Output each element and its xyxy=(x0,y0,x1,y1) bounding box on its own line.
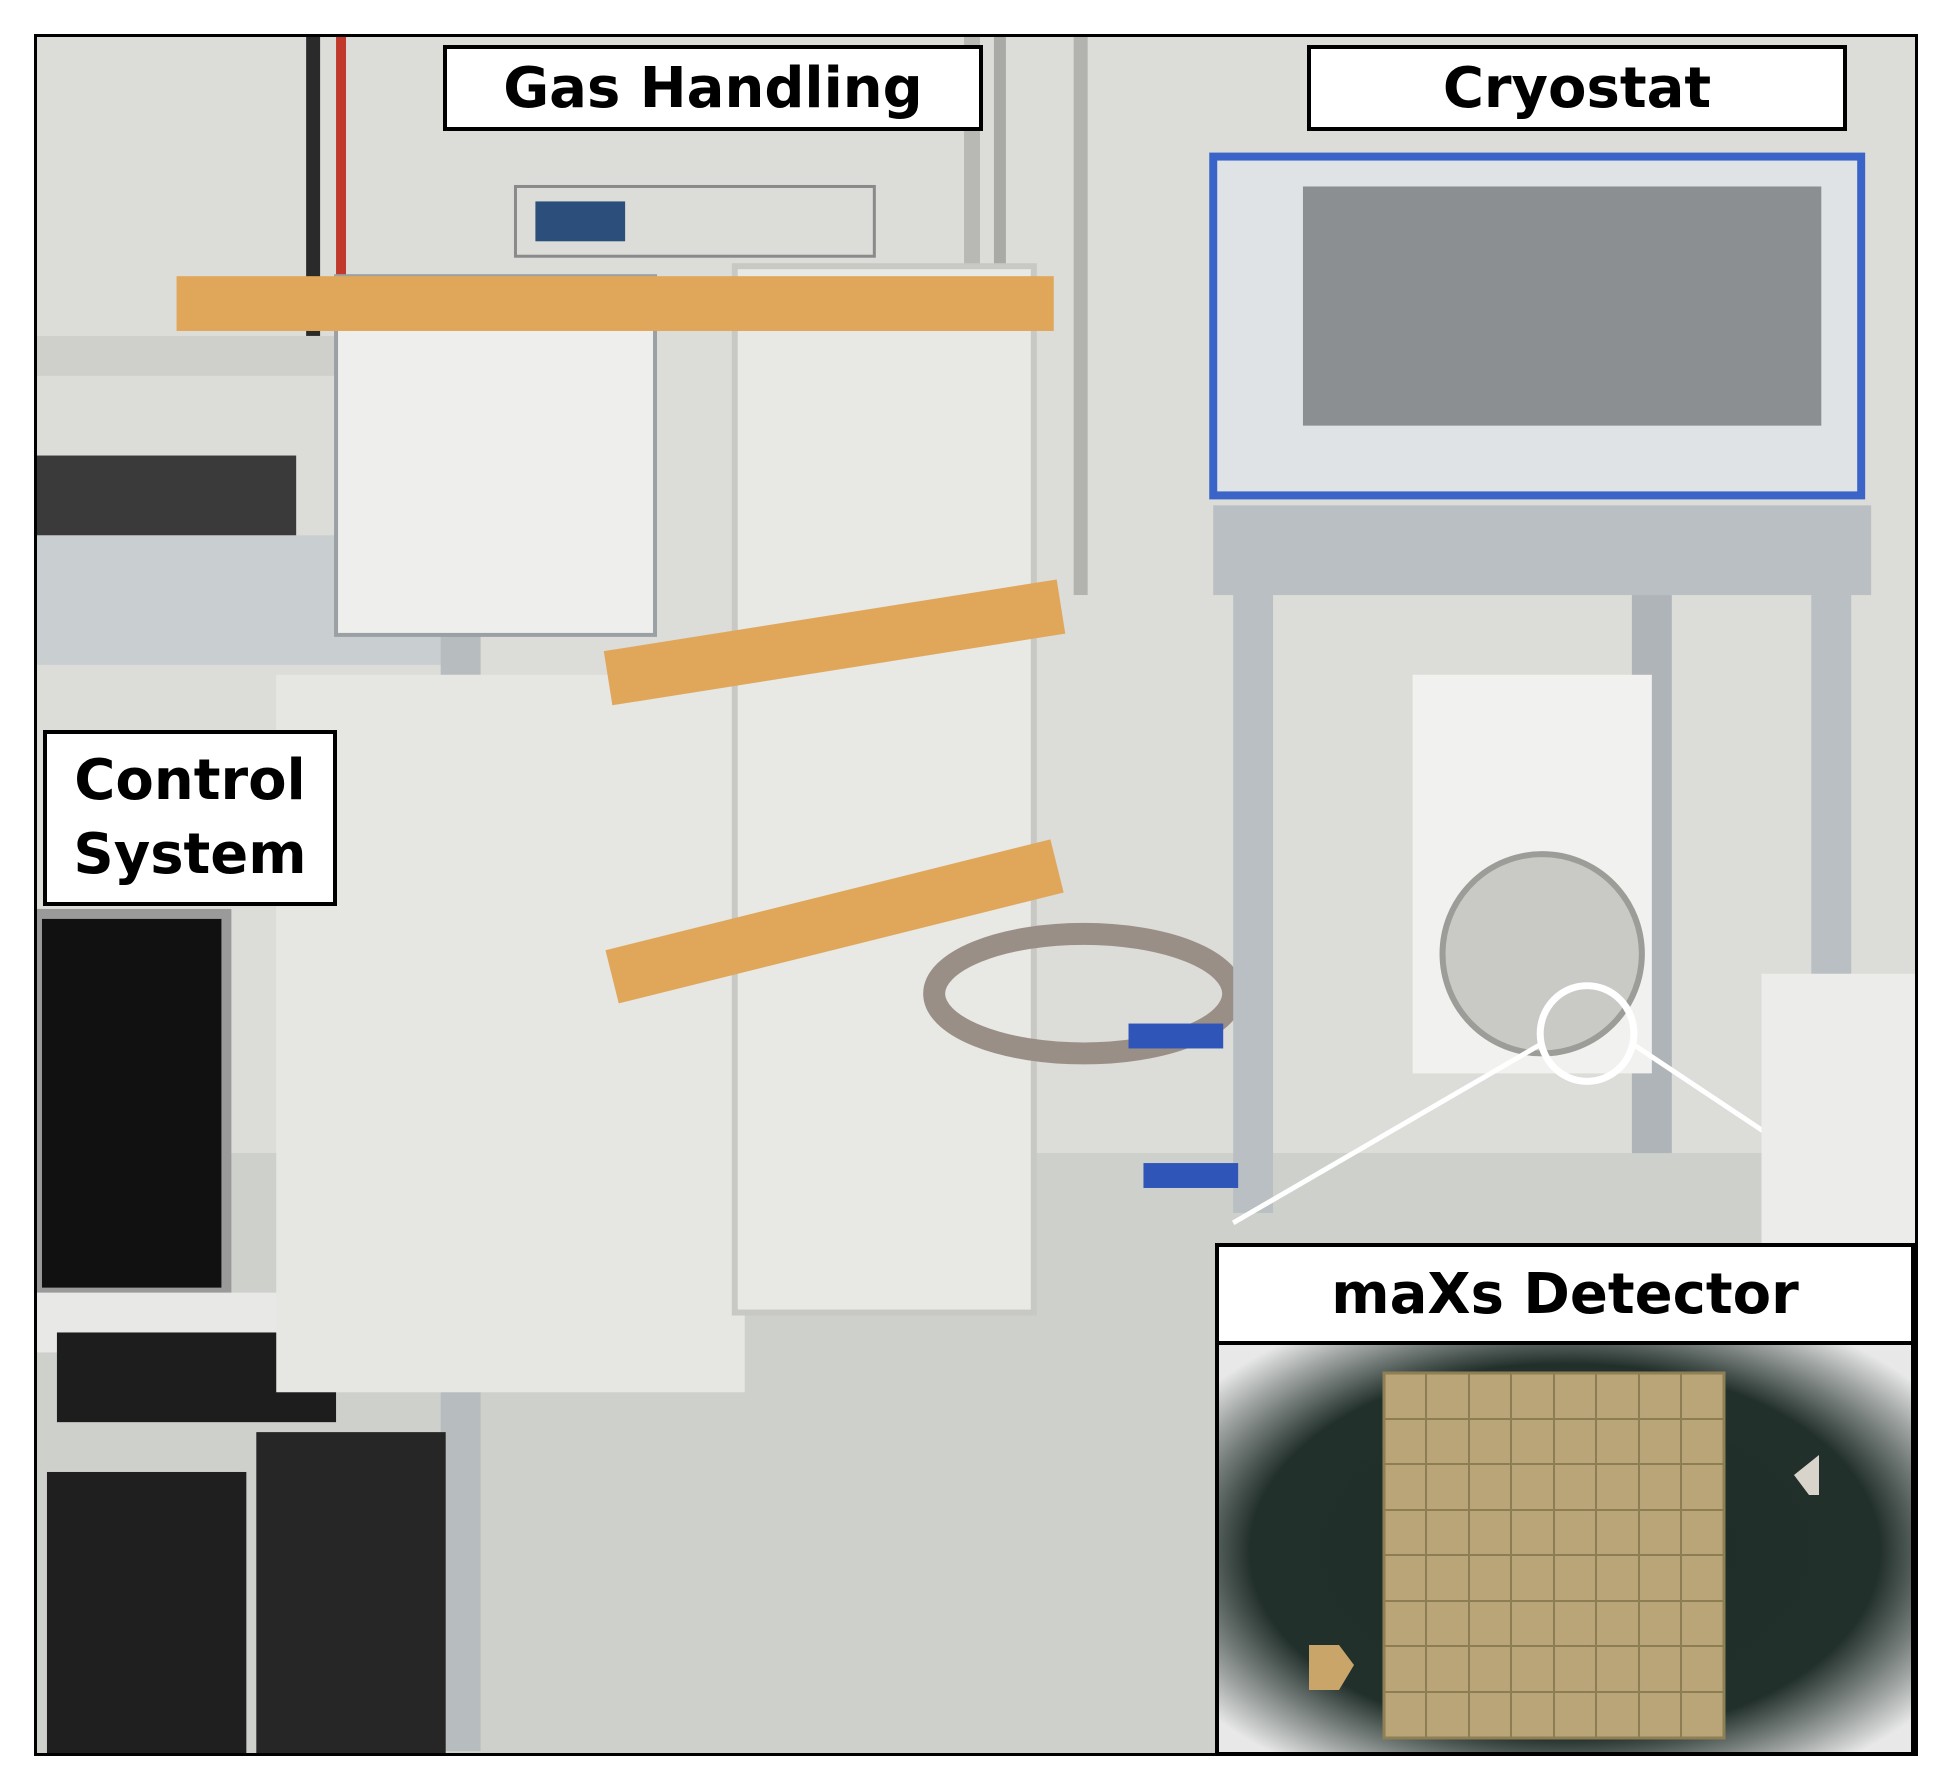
detector-snout-highlight xyxy=(1536,982,1638,1085)
cryostat-leg xyxy=(1233,595,1274,1213)
gauge-display xyxy=(535,201,626,242)
blue-bracket xyxy=(1128,1023,1224,1049)
pc-tower xyxy=(256,1432,446,1753)
pipe xyxy=(1073,37,1088,596)
cable xyxy=(306,37,321,336)
cable xyxy=(336,37,347,277)
zoom-line-left xyxy=(1231,1041,1544,1226)
detector-pad-left xyxy=(1309,1645,1354,1690)
detector-pad-right xyxy=(1794,1455,1819,1495)
detector-inset: maXs Detector xyxy=(1215,1243,1915,1753)
wood-beam xyxy=(605,839,1064,1004)
detector-closeup xyxy=(1219,1345,1911,1752)
maxs-detector-label: maXs Detector xyxy=(1219,1247,1911,1345)
cryostat-plate xyxy=(1213,505,1872,596)
gas-handling-panel xyxy=(334,274,658,637)
wood-beam xyxy=(176,276,1054,331)
pc-tower xyxy=(46,1471,247,1753)
cryostat-label: Cryostat xyxy=(1307,45,1847,131)
gas-handling-cabinet xyxy=(276,674,745,1393)
detector-pixel-grid xyxy=(1384,1373,1724,1738)
blue-bracket xyxy=(1143,1163,1239,1188)
monitor xyxy=(37,913,227,1293)
wood-beam xyxy=(603,579,1066,706)
photo-frame: Gas Handling Cryostat Control System maX… xyxy=(34,34,1918,1756)
control-system-label: Control System xyxy=(43,730,337,906)
gas-handling-label: Gas Handling xyxy=(443,45,983,131)
gas-handling-frame xyxy=(731,263,1037,1316)
connector-block xyxy=(37,455,297,546)
cryostat-internals xyxy=(1302,186,1822,426)
